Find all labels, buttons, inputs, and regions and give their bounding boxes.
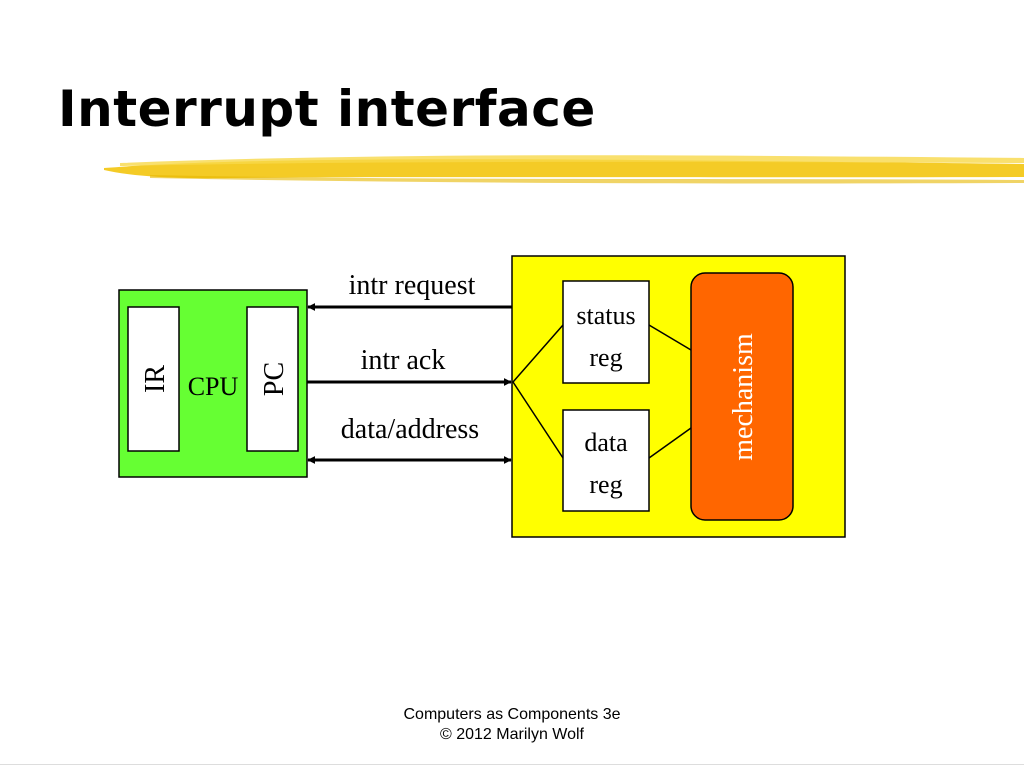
device-box <box>511 255 846 538</box>
data-reg-line2: reg <box>589 470 622 499</box>
data-to-mechanism <box>648 427 692 459</box>
mechanism-label: mechanism <box>728 333 759 461</box>
status-reg-line2: reg <box>589 343 622 372</box>
data-reg-line1: data <box>584 428 628 457</box>
pc-label: PC <box>259 362 290 396</box>
intr-ack-label: intr ack <box>361 345 446 376</box>
ir-label: IR <box>140 365 171 393</box>
slide-footer: Computers as Components 3e © 2012 Marily… <box>312 705 712 745</box>
data-register <box>562 409 650 512</box>
status-reg-line1: status <box>576 301 635 330</box>
cpu-label: CPU <box>188 372 239 401</box>
status-register <box>562 280 650 384</box>
fanout-to-status <box>512 324 564 383</box>
footer-copyright: © 2012 Marilyn Wolf <box>440 726 584 743</box>
mechanism-block <box>690 272 794 521</box>
footer-course: Computers as Components 3e <box>403 706 621 723</box>
fanout-to-data <box>512 381 564 459</box>
bottom-divider <box>0 764 1024 765</box>
slide-title: Interrupt interface <box>58 80 596 138</box>
status-to-mechanism <box>648 324 692 351</box>
data-address-label: data/address <box>341 414 479 445</box>
ir-register <box>127 306 180 452</box>
pc-register <box>246 306 299 452</box>
highlighter-stroke <box>104 155 1024 184</box>
intr-request-label: intr request <box>349 270 476 301</box>
